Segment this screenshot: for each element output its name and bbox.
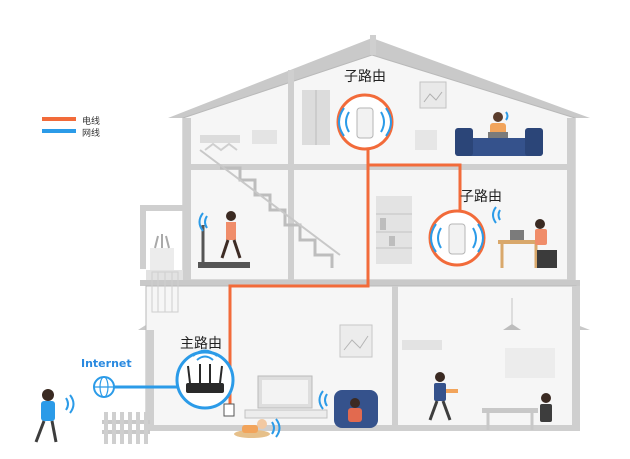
globe-icon [93,376,115,398]
main-router-bubble [175,349,235,410]
person-desk-icon [535,219,557,268]
label-sub-router-right: 子路由 [460,189,502,205]
wifi-icon [192,349,218,361]
sub-router-top-bubble [336,93,394,151]
tv-icon [244,375,328,419]
wifi-icons [65,111,509,438]
powerline-adapter-icon [356,107,374,139]
treadmill-icon [198,211,250,268]
wall-socket-icon [223,403,235,417]
legend-power-swatch [42,117,76,121]
legend [42,117,76,133]
legend-network: 网线 [42,126,100,139]
living-room [234,324,378,438]
table-icon [498,240,540,268]
staircase-icon [199,130,341,268]
label-sub-router-top: 子路由 [344,69,386,85]
legend-power: 电线 [42,114,100,127]
dining-table-icon [482,393,552,430]
baby-icon [234,419,270,438]
office-room [376,196,557,268]
person-laptop-icon [488,112,508,138]
attic-room [302,35,543,156]
legend-network-swatch [42,129,76,133]
legend-network-label: 网线 [82,129,101,139]
person-phone-icon [34,389,58,443]
sofa-icon [455,128,543,156]
sub-router-right-bubble [428,209,486,267]
fence-icon [102,412,150,444]
powerline-adapter-icon [448,223,466,255]
balcony-plants [150,234,179,313]
label-internet: Internet [81,357,132,370]
power-line [228,148,462,412]
label-main-router: 主路由 [180,336,222,352]
person-walking-icon [428,372,458,421]
legend-power-label: 电线 [82,117,101,127]
router-icon [186,364,224,393]
armchair-icon [334,390,378,428]
kitchen-room [402,298,555,430]
